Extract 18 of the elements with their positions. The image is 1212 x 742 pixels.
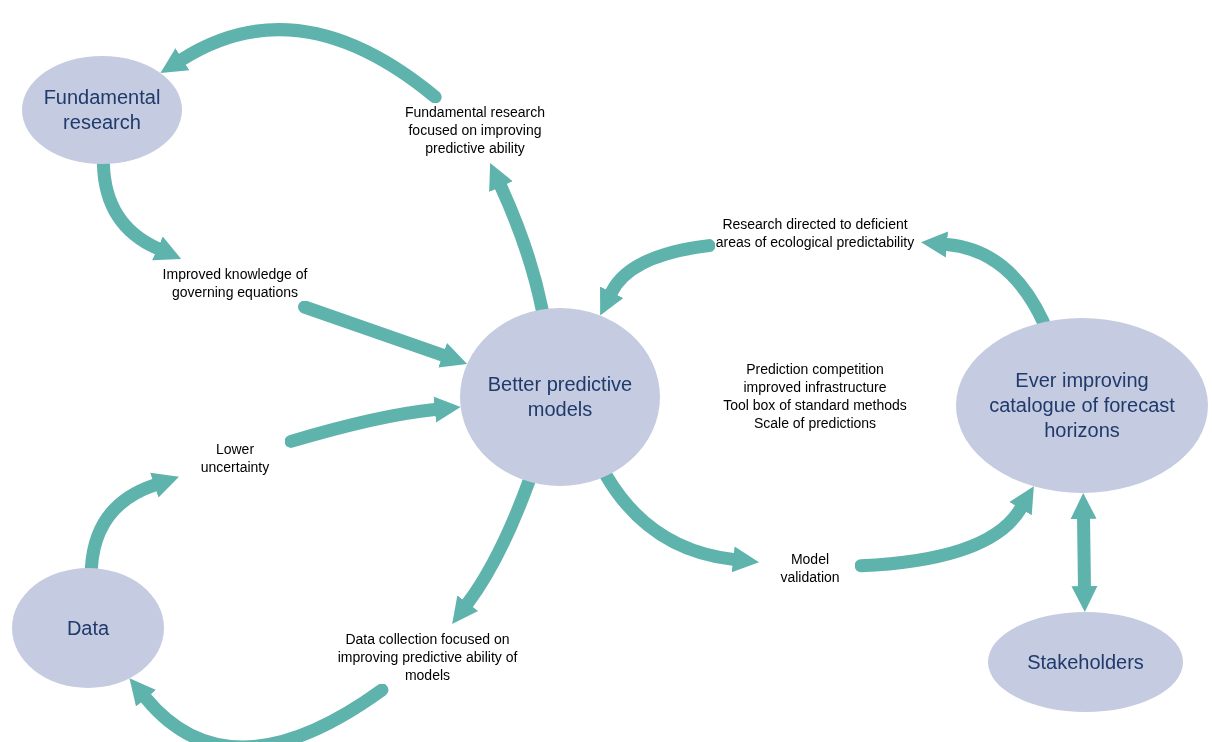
curved-arrow — [297, 300, 468, 368]
step-text: Improved knowledge of governing equations — [160, 265, 310, 301]
curved-arrow — [128, 679, 389, 742]
node-title: Data — [66, 615, 110, 641]
note-text: Scale of predictions — [753, 414, 877, 432]
node-title: Ever improving catalogue of forecast horizons — [988, 368, 1176, 443]
curved-arrow — [159, 23, 442, 104]
curved-arrow — [1070, 493, 1098, 612]
note-text: Prediction competition — [746, 360, 884, 378]
step-text: Research directed to deficient areas of ecological predictability — [715, 215, 915, 251]
note-text: improved infrastructure — [743, 378, 887, 396]
node-title: Fundamental research — [42, 85, 162, 135]
curved-arrow — [854, 487, 1036, 573]
note-text: Tool box of standard methods — [723, 396, 907, 414]
curved-arrow — [284, 396, 461, 448]
node-title: Better predictive models — [486, 372, 634, 422]
curved-arrow — [598, 239, 716, 315]
node-title: Stakeholders — [1027, 649, 1144, 675]
